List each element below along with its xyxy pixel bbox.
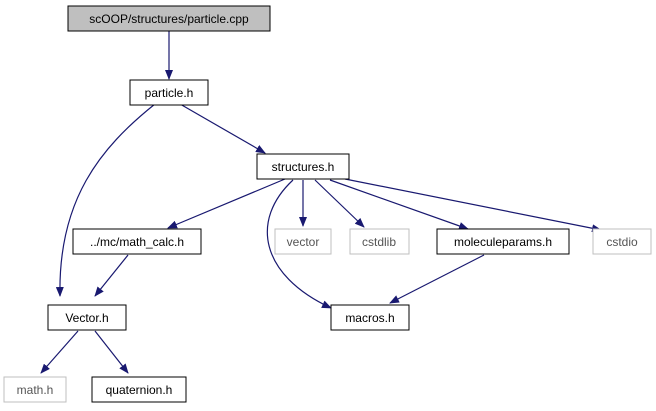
edge-structures-h-to-moleculeparams-h [329,179,469,230]
node-label: particle.h [145,86,194,100]
node-label: structures.h [272,160,335,174]
edge-particle-h-to-vector-h [55,103,156,297]
node-label: macros.h [345,311,394,325]
edge-moleculeparams-h-to-macros-h [389,254,485,304]
edge-structures-h-to-cstdio [344,178,602,233]
node-structures-h[interactable]: structures.h [256,153,350,180]
node-cstdio: cstdio [592,228,652,255]
edge-vector-h-to-math-h [40,330,79,374]
node-math-calc-h[interactable]: ../mc/math_calc.h [72,228,202,255]
edge-math-calc-h-to-vector-h [94,254,129,297]
node-cstdlib: cstdlib [349,228,410,255]
node-particle-h[interactable]: particle.h [129,79,209,106]
node-math-h: math.h [3,376,67,403]
node-label: vector [287,235,320,249]
node-quaternion-h[interactable]: quaternion.h [91,376,187,403]
node-label: scOOP/structures/particle.cpp [89,12,249,26]
node-label: ../mc/math_calc.h [90,235,184,249]
edge-structures-h-to-macros-h [266,179,332,309]
edge-structures-h-to-cstdlib [314,179,365,228]
node-particle-cpp: scOOP/structures/particle.cpp [67,5,271,32]
edge-particle-h-to-structures-h [179,103,266,154]
node-label: moleculeparams.h [454,235,552,249]
node-vector-lib: vector [274,228,332,255]
node-moleculeparams-h[interactable]: moleculeparams.h [436,228,570,255]
node-label: quaternion.h [106,383,173,397]
node-macros-h[interactable]: macros.h [330,304,410,331]
node-label: cstdio [606,235,638,249]
node-label: math.h [17,383,54,397]
node-vector-h[interactable]: Vector.h [47,304,127,331]
edge-structures-h-to-math-calc-h [167,178,286,229]
node-label: cstdlib [362,235,396,249]
node-label: Vector.h [65,311,108,325]
edge-vector-h-to-quaternion-h [94,330,129,374]
